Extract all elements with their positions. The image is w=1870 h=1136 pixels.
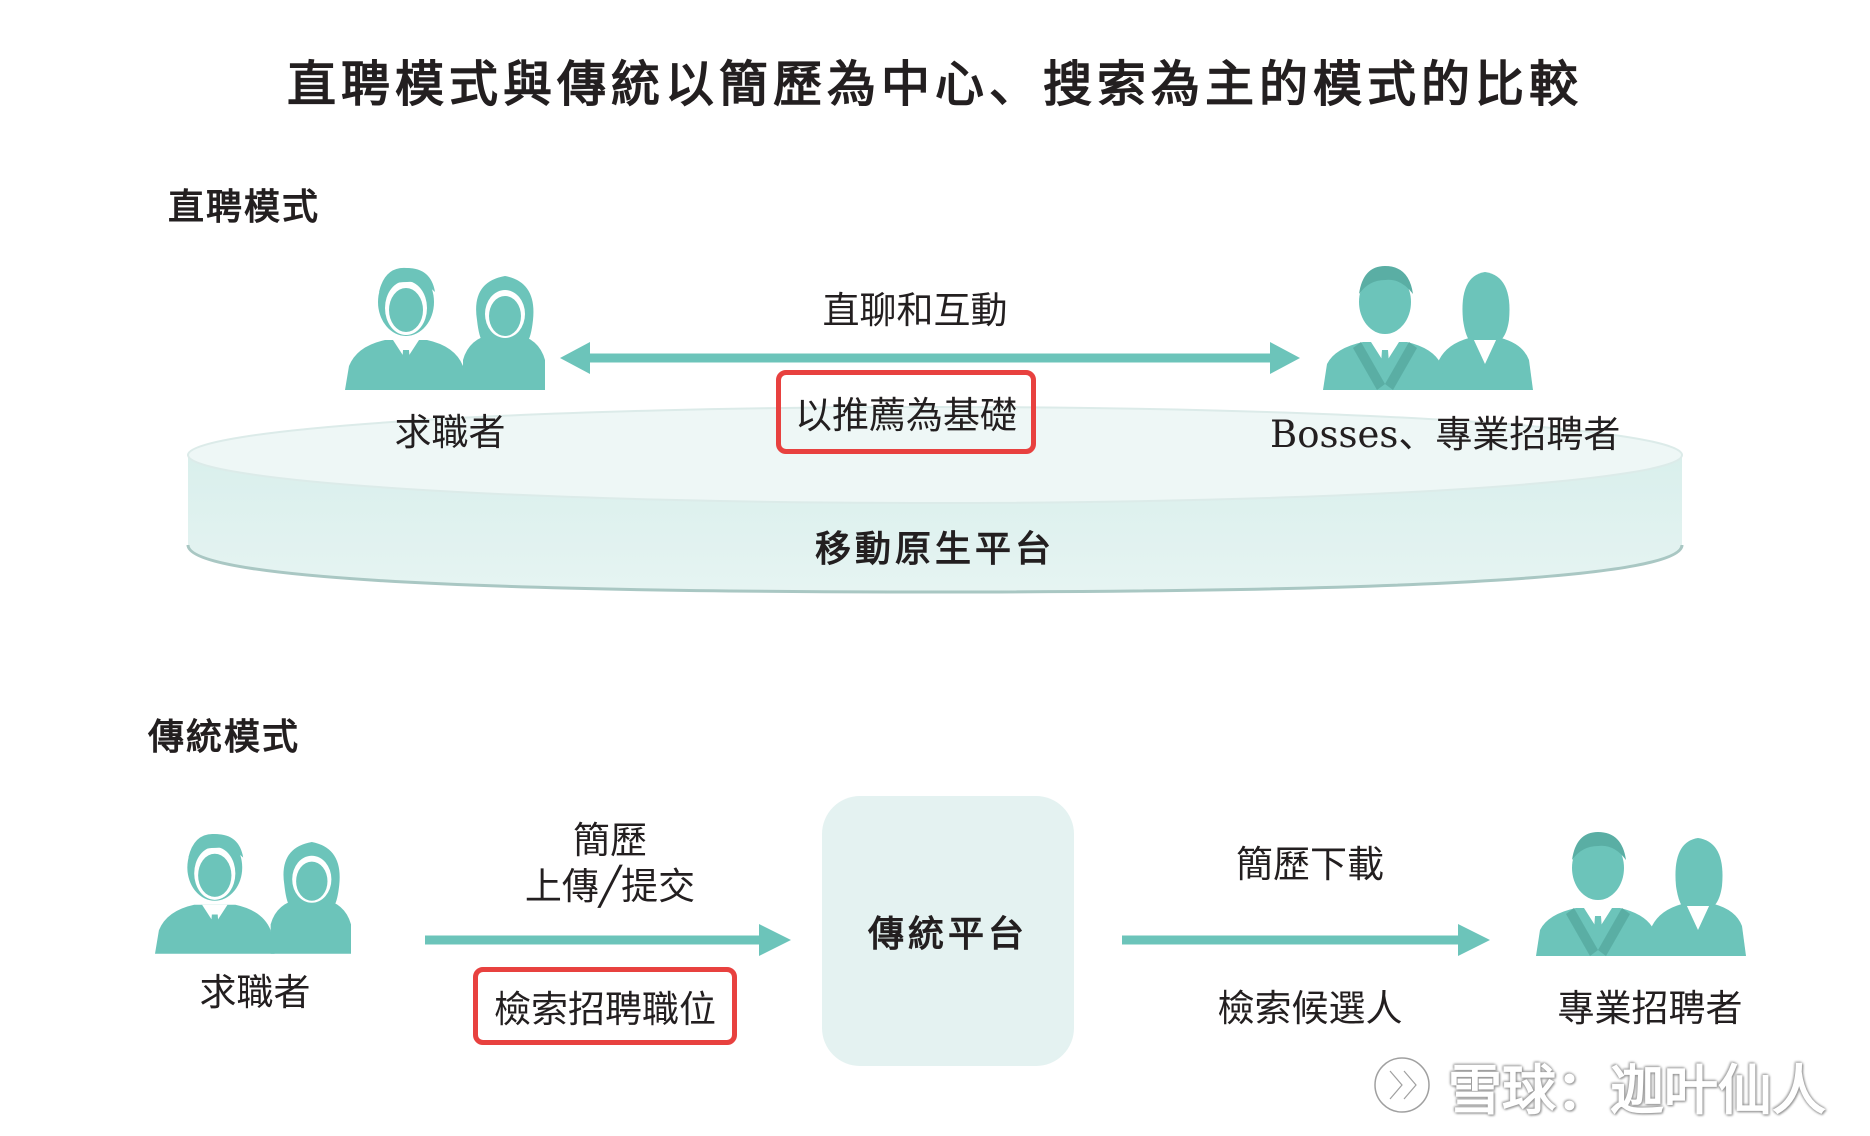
diagram-title: 直聘模式與傳統以簡歷為中心、搜索為主的模式的比較 <box>286 56 1583 113</box>
traditional-model-heading: 傳統模式 <box>148 717 301 758</box>
right-arrow-icon <box>1122 924 1490 956</box>
business-people-icon <box>1323 266 1533 390</box>
double-arrow-icon <box>560 342 1300 374</box>
traditional-employer-label: 專業招聘者 <box>1557 987 1743 1030</box>
traditional-platform-label: 傳統平台 <box>867 914 1028 955</box>
search-jobs-highlight: 檢索招聘職位 <box>473 967 737 1045</box>
recommendation-highlight: 以推薦為基礎 <box>776 370 1036 454</box>
search-candidates-label: 檢索候選人 <box>1217 987 1403 1030</box>
traditional-seeker-label: 求職者 <box>199 971 311 1014</box>
direct-employer-label: Bosses、專業招聘者 <box>1270 413 1621 456</box>
business-people-icon <box>1536 832 1746 956</box>
watermark-text: 雪球：迦叶仙人 <box>1448 1058 1826 1122</box>
resume-label: 簡歷 <box>573 819 647 862</box>
direct-seeker-label: 求職者 <box>394 411 506 454</box>
mobile-platform-label: 移動原生平台 <box>814 529 1055 570</box>
snowball-logo-icon <box>1371 1054 1433 1116</box>
job-seekers-icon <box>155 834 351 954</box>
resume-download-label: 簡歷下載 <box>1236 843 1384 886</box>
interaction-label: 直聊和互動 <box>822 289 1008 332</box>
upload-submit-label: 上傳╱提交 <box>524 865 696 908</box>
direct-model-heading: 直聘模式 <box>168 187 321 228</box>
watermark: 雪球：迦叶仙人 <box>1370 1050 1840 1122</box>
job-seekers-icon <box>345 267 545 390</box>
traditional-platform-box: 傳統平台 <box>822 796 1074 1066</box>
right-arrow-icon <box>425 924 791 956</box>
